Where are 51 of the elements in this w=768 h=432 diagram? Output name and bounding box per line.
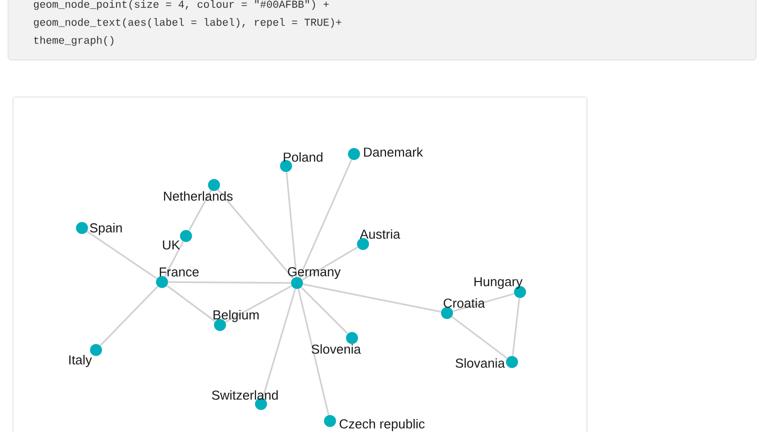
edge-line bbox=[225, 285, 292, 323]
edge-line bbox=[166, 285, 216, 322]
edge-line bbox=[298, 159, 352, 278]
edge-line bbox=[286, 172, 298, 277]
edge-line bbox=[451, 316, 508, 359]
edge-line bbox=[300, 286, 348, 334]
edge-line bbox=[452, 292, 514, 312]
edge-line bbox=[302, 283, 442, 313]
edge-line bbox=[302, 246, 358, 281]
node-label: Czech republic bbox=[340, 418, 425, 432]
edge-line bbox=[512, 298, 520, 356]
graph-node bbox=[208, 179, 220, 191]
edge-line bbox=[86, 230, 158, 280]
graph-node bbox=[156, 276, 168, 288]
node-label: UK bbox=[162, 240, 180, 250]
graph-node bbox=[90, 344, 102, 356]
edge-line bbox=[217, 189, 294, 279]
edge-line bbox=[188, 190, 212, 231]
node-label: Croatia bbox=[444, 298, 485, 308]
graph-node bbox=[255, 398, 267, 410]
node-label: Germany bbox=[288, 267, 341, 279]
graph-node bbox=[357, 238, 369, 250]
node-label: Slovenia bbox=[312, 344, 361, 354]
graph-node bbox=[180, 230, 192, 242]
node-label: Spain bbox=[90, 222, 122, 236]
node-label: Hungary bbox=[474, 277, 523, 289]
edge-line bbox=[100, 286, 158, 346]
edge-line bbox=[262, 288, 296, 398]
edge-line bbox=[298, 288, 330, 416]
node-label: Slovania bbox=[456, 358, 505, 368]
graph-node bbox=[348, 148, 360, 160]
edge-line bbox=[164, 241, 184, 277]
node-label: France bbox=[160, 267, 199, 277]
code-line: geom_node_point(size = 4, colour = "#00AFBB") + bbox=[34, 0, 329, 10]
graph-node bbox=[324, 415, 336, 427]
graph-node bbox=[346, 332, 358, 344]
node-label: Belgium bbox=[214, 310, 259, 322]
node-label: Switzerland bbox=[212, 390, 278, 400]
graph-node bbox=[291, 277, 303, 289]
graph-node bbox=[76, 222, 88, 234]
graph-node bbox=[441, 307, 453, 319]
graph-node bbox=[506, 356, 518, 368]
node-label: Italy bbox=[69, 354, 92, 368]
code-line: theme_graph() bbox=[34, 36, 114, 46]
node-label: Danemark bbox=[364, 147, 423, 157]
node-label: Austria bbox=[360, 229, 400, 239]
graph-node bbox=[280, 160, 292, 172]
edge-line bbox=[168, 281, 291, 284]
node-label: Netherlands bbox=[164, 191, 233, 201]
node-label: Poland bbox=[284, 152, 322, 162]
code-line: geom_node_text(aes(label = label), repel = TRUE)+ bbox=[34, 18, 342, 28]
